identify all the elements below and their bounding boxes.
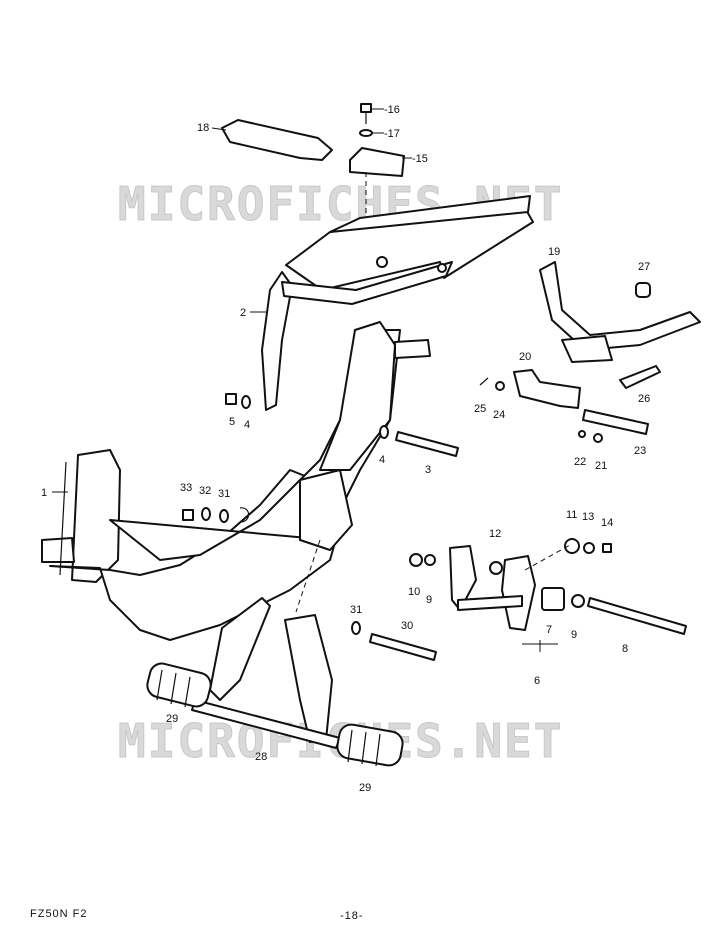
part-23-pin [582,409,649,435]
callout-28: 28 [255,751,267,763]
callout-11: 11 [566,509,577,521]
leader-lines [52,108,558,652]
callout-1: 1 [41,487,47,499]
callout-16: -16 [384,104,400,116]
callout-6: 6 [534,675,540,687]
callout-25: 25 [474,403,486,415]
part-18-cover [221,119,333,161]
watermark-bottom: MICROFICHES.NET [118,714,563,768]
part-2-rear-frame [261,195,534,411]
part-19-latch-loop [539,261,701,363]
part-5-nut [225,393,237,405]
callout-24: 24 [493,409,505,421]
callout-29a: 29 [166,713,178,725]
part-27-cap [635,282,651,298]
part-4-washer-b [379,425,389,439]
part-3-bolt [395,431,459,457]
part-10-nut [409,553,423,567]
part-22-washer [578,430,586,438]
part-29-footrest-rubber-right [336,723,404,767]
callout-20: 20 [519,351,531,363]
callout-33: 33 [180,482,192,494]
part-29-footrest-rubber-left [146,662,212,708]
callout-18: 18 [197,122,209,134]
callout-29b: 29 [359,782,371,794]
part-24-washer [495,381,505,391]
part-9-washer-a [424,554,436,566]
part-8-bolt [587,597,687,635]
callout-5: 5 [229,416,235,428]
part-11-collar [564,538,580,554]
assembly-line-30 [295,539,321,613]
part-13-washer [583,542,595,554]
callout-31b: 31 [350,604,362,616]
callout-23: 23 [634,445,646,457]
callout-7: 7 [546,624,552,636]
model-code: FZ50N F2 [30,908,88,920]
part-21-bolt [593,433,603,443]
part-25-cotter [479,377,489,386]
callout-10: 10 [408,586,420,598]
part-9-washer-b [571,594,585,608]
callout-17: -17 [384,128,400,140]
callout-15: -15 [412,153,428,165]
part-32-washer [201,507,211,521]
callout-30: 30 [401,620,413,632]
part-16-bolt [360,103,372,124]
part-20-lever [513,369,581,409]
part-31-clip-b [351,621,361,635]
part-28-footrest-bar [191,597,341,749]
callout-22: 22 [574,456,586,468]
part-4-washer-a [241,395,251,409]
callout-27: 27 [638,261,650,273]
callout-4a: 4 [244,419,250,431]
part-6-bracket-assembly [449,545,536,631]
part-15-bracket [349,147,405,177]
part-31-clip-a [219,509,229,523]
callout-8: 8 [622,643,628,655]
callout-3: 3 [425,464,431,476]
callout-31a: 31 [218,488,230,500]
part-7-collar [541,587,565,611]
part-33-nut [182,509,194,521]
callout-14: 14 [601,517,613,529]
page-number: -18- [340,910,364,922]
part-17-washer [359,129,373,137]
part-14-bolt [602,543,612,553]
callout-4b: 4 [379,454,385,466]
callout-19: 19 [548,246,560,258]
callout-26: 26 [638,393,650,405]
callout-21: 21 [595,460,607,472]
part-30-bolt [369,633,437,661]
part-26-spring [619,365,661,389]
part-clip [239,507,250,523]
assembly-line-6 [524,544,571,571]
callout-32: 32 [199,485,211,497]
callout-2: 2 [240,307,246,319]
callout-13: 13 [582,511,594,523]
part-1-main-frame [41,321,431,641]
part-12-washer [489,561,503,575]
callout-9b: 9 [571,629,577,641]
callout-9a: 9 [426,594,432,606]
callout-12: 12 [489,528,501,540]
